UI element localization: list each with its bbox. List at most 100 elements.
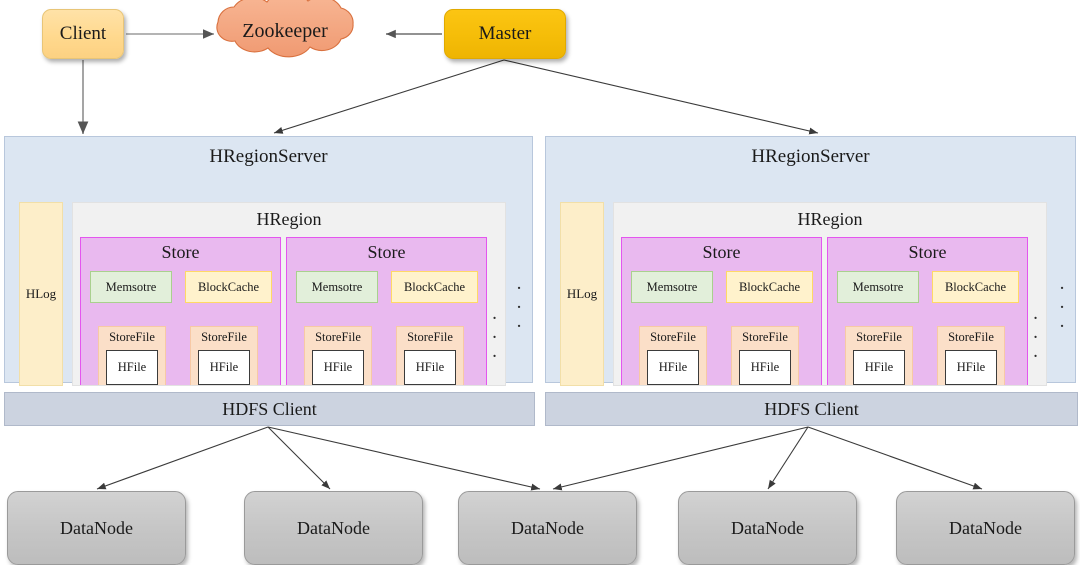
storefile-1-2-1[interactable]: StoreFile HFile <box>304 326 372 385</box>
arrow-hdfs1-to-datanode-1 <box>96 426 269 490</box>
hregion-2-title: HRegion <box>797 209 863 229</box>
arrow-hdfs1-to-datanode-2 <box>267 426 331 490</box>
storefile-2-2-1[interactable]: StoreFile HFile <box>845 326 913 385</box>
storefile-1-2-1-title: StoreFile <box>315 330 361 344</box>
hfile-2-1-1[interactable]: HFile <box>647 350 699 385</box>
hfile-1-1-1-label: HFile <box>117 360 147 374</box>
hregion-1-ellipsis: · · · <box>491 308 501 367</box>
regionserver-1-ellipsis: · · · <box>515 278 526 337</box>
blockcache-1-2-label: BlockCache <box>403 279 466 294</box>
storefile-1-2-2[interactable]: StoreFile HFile <box>396 326 464 385</box>
store-1-1[interactable]: Store Memsotre BlockCache StoreFile HFil… <box>80 237 281 385</box>
regionserver-2-ellipsis: · · · <box>1058 278 1069 337</box>
storefile-1-2-2-title: StoreFile <box>407 330 453 344</box>
hlog-1-label: HLog <box>25 286 57 301</box>
hdfs-client-2[interactable]: HDFS Client <box>545 392 1078 426</box>
hfile-1-2-1[interactable]: HFile <box>312 350 364 385</box>
hdfs-client-1-label: HDFS Client <box>222 398 317 419</box>
arrow-hdfs2-to-datanode-5 <box>807 426 983 490</box>
blockcache-2-1-label: BlockCache <box>738 279 801 294</box>
datanode-3-label: DataNode <box>511 517 584 538</box>
client-label: Client <box>59 23 107 44</box>
client-node[interactable]: Client <box>42 9 124 59</box>
hregion-2[interactable]: HRegion Store Memsotre BlockCache StoreF… <box>613 202 1047 386</box>
blockcache-1-2[interactable]: BlockCache <box>391 271 478 303</box>
hlog-1[interactable]: HLog <box>19 202 63 386</box>
storefile-2-1-2[interactable]: StoreFile HFile <box>731 326 799 385</box>
arrow-master-to-regionserver-1 <box>273 59 505 134</box>
storefile-2-1-1[interactable]: StoreFile HFile <box>639 326 707 385</box>
datanode-1-label: DataNode <box>60 517 133 538</box>
memstore-2-2-label: Memsotre <box>852 279 904 294</box>
master-label: Master <box>478 23 532 44</box>
hfile-2-2-1[interactable]: HFile <box>853 350 905 385</box>
datanode-5-label: DataNode <box>949 517 1022 538</box>
store-1-2[interactable]: Store Memsotre BlockCache StoreFile HFil… <box>286 237 487 385</box>
arrow-hdfs2-to-datanode-3 <box>552 426 809 491</box>
store-2-1[interactable]: Store Memsotre BlockCache StoreFile HFil… <box>621 237 822 385</box>
hfile-2-1-2-label: HFile <box>750 360 780 374</box>
arrow-hdfs2-to-datanode-4 <box>767 426 809 490</box>
datanode-2-label: DataNode <box>297 517 370 538</box>
hfile-1-2-2[interactable]: HFile <box>404 350 456 385</box>
regionserver-1[interactable]: HRegionServer HLog HRegion Store Memsotr… <box>4 136 533 386</box>
memstore-1-1-label: Memsotre <box>105 279 157 294</box>
hfile-1-2-1-label: HFile <box>323 360 353 374</box>
datanode-4-label: DataNode <box>731 517 804 538</box>
hlog-2[interactable]: HLog <box>560 202 604 386</box>
memstore-1-2[interactable]: Memsotre <box>296 271 378 303</box>
storefile-2-2-1-title: StoreFile <box>856 330 902 344</box>
hfile-2-2-2[interactable]: HFile <box>945 350 997 385</box>
hfile-2-2-1-label: HFile <box>864 360 894 374</box>
hregion-2-ellipsis: · · · <box>1032 308 1042 367</box>
blockcache-2-2[interactable]: BlockCache <box>932 271 1019 303</box>
datanode-1[interactable]: DataNode <box>7 491 186 565</box>
memstore-2-1[interactable]: Memsotre <box>631 271 713 303</box>
hfile-1-1-2-label: HFile <box>209 360 239 374</box>
regionserver-2[interactable]: HRegionServer HLog HRegion Store Memsotr… <box>545 136 1076 386</box>
zookeeper-node[interactable]: Zookeeper <box>190 2 380 60</box>
blockcache-1-1-label: BlockCache <box>197 279 260 294</box>
hlog-2-label: HLog <box>566 286 598 301</box>
datanode-3[interactable]: DataNode <box>458 491 637 565</box>
storefile-1-1-1-title: StoreFile <box>109 330 155 344</box>
hfile-2-2-2-label: HFile <box>956 360 986 374</box>
hregion-1[interactable]: HRegion Store Memsotre BlockCache StoreF… <box>72 202 506 386</box>
store-2-2-title: Store <box>908 242 947 262</box>
store-1-2-title: Store <box>367 242 406 262</box>
hfile-1-1-2[interactable]: HFile <box>198 350 250 385</box>
storefile-1-1-1[interactable]: StoreFile HFile <box>98 326 166 385</box>
zookeeper-cloud-shape <box>216 0 354 58</box>
datanode-4[interactable]: DataNode <box>678 491 857 565</box>
storefile-1-1-2-title: StoreFile <box>201 330 247 344</box>
store-2-2[interactable]: Store Memsotre BlockCache StoreFile HFil… <box>827 237 1028 385</box>
memstore-2-1-label: Memsotre <box>646 279 698 294</box>
master-node[interactable]: Master <box>444 9 566 59</box>
hfile-2-1-1-label: HFile <box>658 360 688 374</box>
zookeeper-label: Zookeeper <box>242 19 328 42</box>
arrow-hdfs1-to-datanode-3 <box>267 426 541 491</box>
hfile-1-2-2-label: HFile <box>415 360 445 374</box>
store-1-1-title: Store <box>161 242 200 262</box>
regionserver-1-title: HRegionServer <box>209 146 328 167</box>
storefile-2-2-2-title: StoreFile <box>948 330 994 344</box>
storefile-2-2-2[interactable]: StoreFile HFile <box>937 326 1005 385</box>
storefile-2-1-2-title: StoreFile <box>742 330 788 344</box>
blockcache-2-1[interactable]: BlockCache <box>726 271 813 303</box>
storefile-1-1-2[interactable]: StoreFile HFile <box>190 326 258 385</box>
hfile-2-1-2[interactable]: HFile <box>739 350 791 385</box>
datanode-2[interactable]: DataNode <box>244 491 423 565</box>
datanode-5[interactable]: DataNode <box>896 491 1075 565</box>
hdfs-client-1[interactable]: HDFS Client <box>4 392 535 426</box>
memstore-2-2[interactable]: Memsotre <box>837 271 919 303</box>
blockcache-1-1[interactable]: BlockCache <box>185 271 272 303</box>
store-2-1-title: Store <box>702 242 741 262</box>
hregion-1-title: HRegion <box>256 209 322 229</box>
memstore-1-2-label: Memsotre <box>311 279 363 294</box>
hfile-1-1-1[interactable]: HFile <box>106 350 158 385</box>
hdfs-client-2-label: HDFS Client <box>764 398 859 419</box>
regionserver-2-title: HRegionServer <box>751 146 870 167</box>
memstore-1-1[interactable]: Memsotre <box>90 271 172 303</box>
